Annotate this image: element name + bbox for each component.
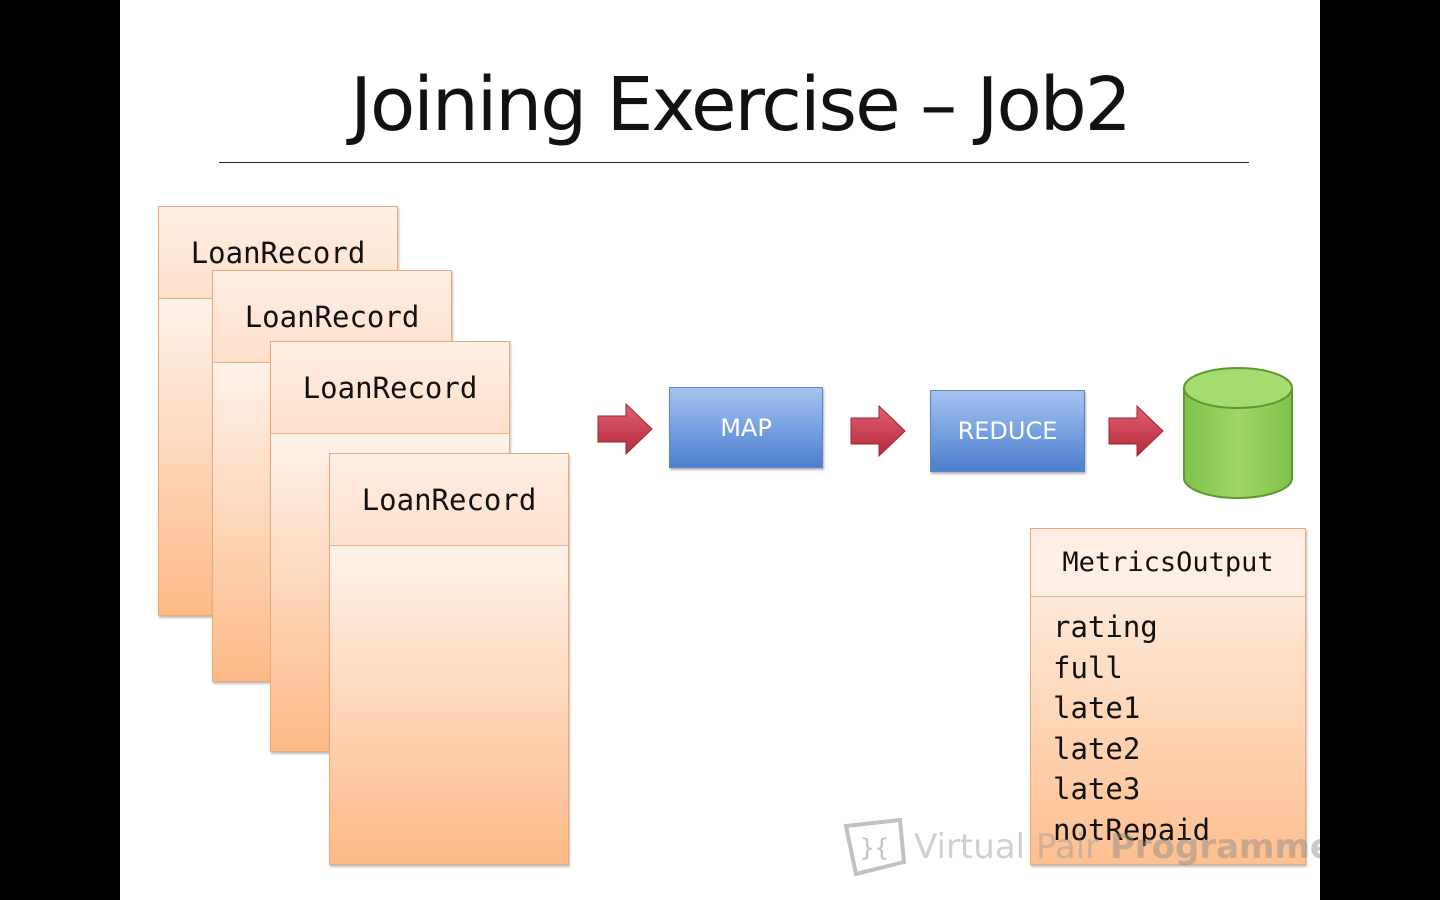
database-icon xyxy=(1183,367,1293,499)
watermark-text: Virtual Pair Programmers xyxy=(914,827,1320,867)
loan-record-card-title: LoanRecord xyxy=(213,271,451,363)
metrics-field-list: rating full late1 late2 late3 notRepaid xyxy=(1031,597,1305,850)
arrow-right-icon xyxy=(597,402,653,456)
loan-record-card-title: LoanRecord xyxy=(330,454,568,546)
metrics-field: late1 xyxy=(1053,691,1141,725)
metrics-field: rating xyxy=(1053,610,1158,644)
metrics-field: full xyxy=(1053,650,1123,685)
loan-record-card-title: LoanRecord xyxy=(271,342,509,434)
reduce-stage: REDUCE xyxy=(930,390,1085,472)
metrics-field: notRepaid xyxy=(1053,812,1211,847)
map-stage: MAP xyxy=(669,387,823,468)
svg-text:}{: }{ xyxy=(860,834,889,862)
watermark: }{ Virtual Pair Programmers xyxy=(842,817,1320,877)
metrics-field: late3 xyxy=(1053,772,1141,806)
metrics-output-title: MetricsOutput xyxy=(1031,529,1305,597)
arrow-right-icon xyxy=(850,404,906,458)
arrow-right-icon xyxy=(1108,404,1164,458)
slide-title: Joining Exercise – Job2 xyxy=(350,62,1132,148)
slide: Joining Exercise – Job2 LoanRecord LoanR… xyxy=(120,0,1320,900)
metrics-field: late2 xyxy=(1053,731,1141,766)
loan-record-card: LoanRecord xyxy=(329,453,569,865)
metrics-output-card: MetricsOutput rating full late1 late2 la… xyxy=(1030,528,1306,865)
vpp-logo-icon: }{ xyxy=(843,818,907,876)
title-divider xyxy=(219,162,1249,163)
